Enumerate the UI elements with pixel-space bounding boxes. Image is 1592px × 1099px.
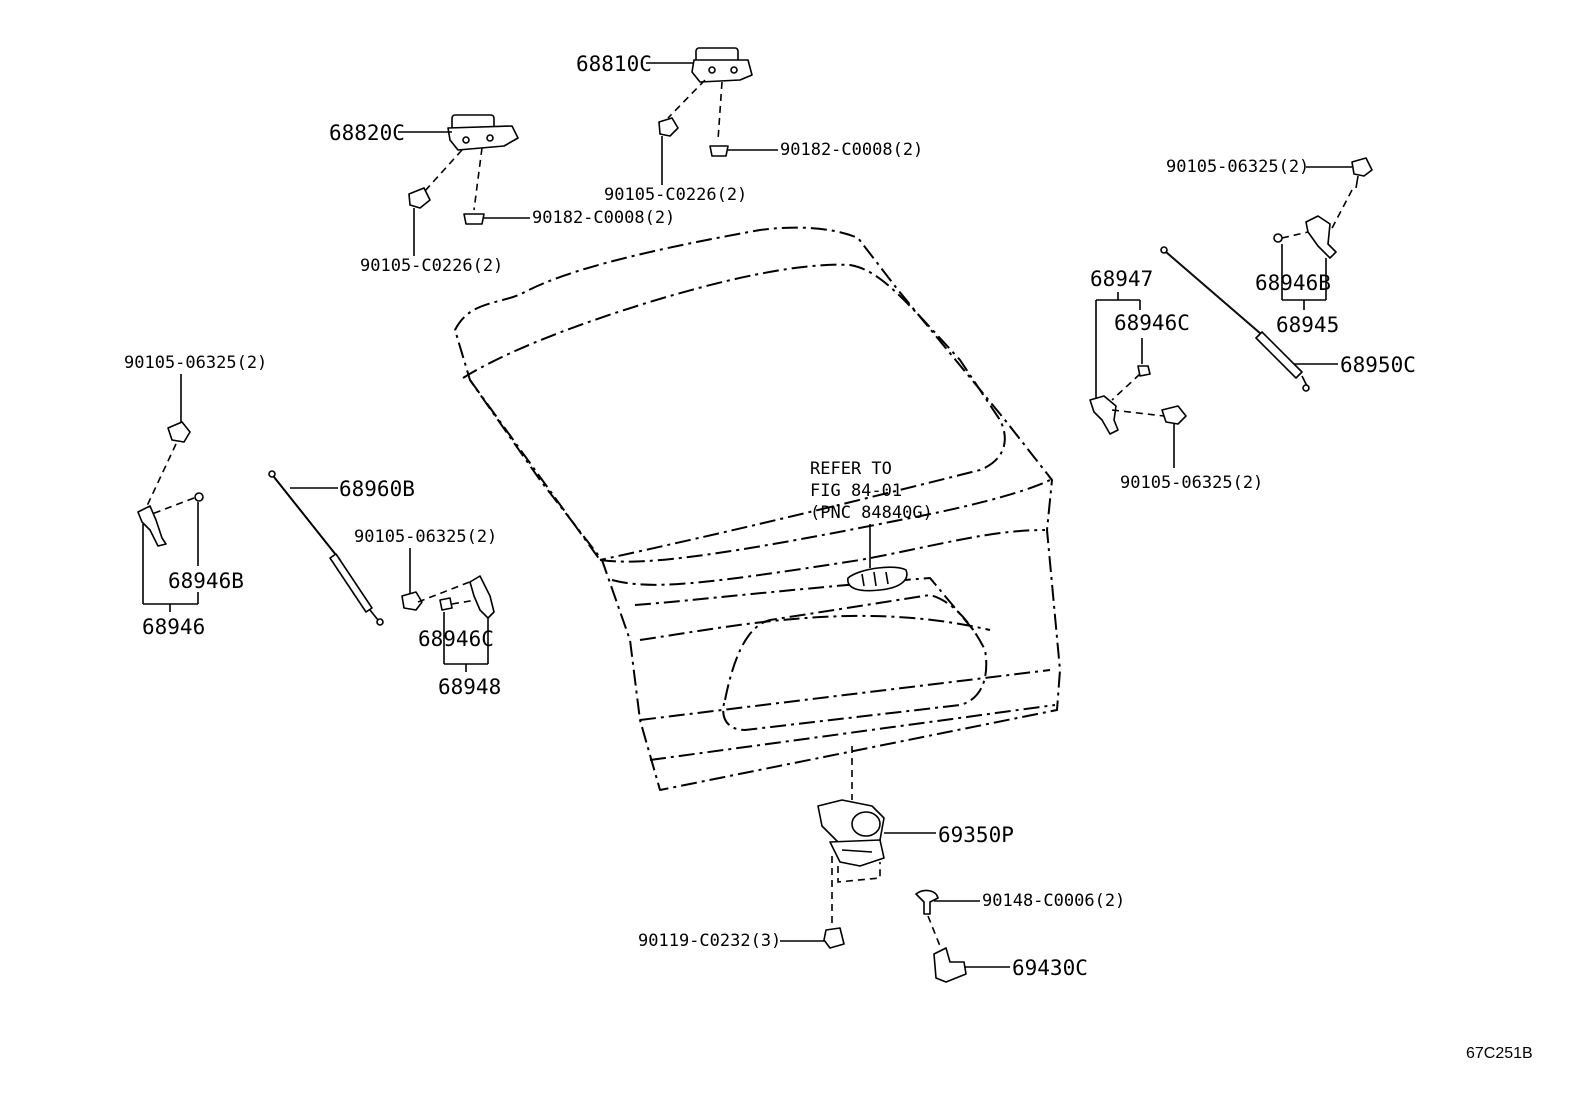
bracket-68946b-left: 68946B 68946 — [137, 492, 244, 639]
diagram-code: 67C251B — [1466, 1045, 1533, 1062]
refer-line-3: (PNC 84840G) — [810, 503, 933, 523]
label-68950c: 68950C — [1340, 353, 1416, 377]
refer-line-1: REFER TO — [810, 459, 892, 479]
label-68946b-right: 68946B — [1255, 271, 1331, 295]
hinge-68810c: 68810C — [576, 47, 753, 141]
bumper-69430c: 69430C — [933, 947, 1088, 983]
bolt-90105-c0226-left: 90105-C0226(2) — [360, 187, 503, 276]
latch-69350p: 69350P — [817, 746, 1014, 924]
bolt-90105-c0226-upper: 90105-C0226(2) — [604, 117, 747, 205]
bolt-90105-06325-right-top: 90105-06325(2) — [1166, 157, 1373, 233]
label-69350p: 69350P — [938, 823, 1014, 847]
label-68946c-right: 68946C — [1114, 311, 1190, 335]
label-90119-c0232: 90119-C0232(3) — [638, 931, 781, 951]
screw-90148-c0006: 90148-C0006(2) — [915, 889, 1125, 947]
bracket-68946b-right: 68946B 68945 — [1255, 215, 1339, 337]
bracket-68947: 68947 68946C — [1089, 267, 1190, 435]
bracket-68946c-left: 68946C 68948 — [418, 575, 501, 699]
label-69430c: 69430C — [1012, 956, 1088, 980]
label-90105-c0226-upper: 90105-C0226(2) — [604, 185, 747, 205]
label-90105-06325-left-mid: 90105-06325(2) — [354, 527, 497, 547]
label-68946: 68946 — [142, 615, 205, 639]
label-68810c: 68810C — [576, 52, 652, 76]
bolt-90105-06325-left-top: 90105-06325(2) — [124, 353, 267, 509]
nut-90182-c0008-left: 90182-C0008(2) — [463, 208, 675, 228]
label-90182-c0008-upper: 90182-C0008(2) — [780, 140, 923, 160]
label-90105-06325-right-top: 90105-06325(2) — [1166, 157, 1309, 177]
refer-line-2: FIG 84-01 — [810, 481, 902, 501]
hinge-68820c: 68820C — [329, 114, 519, 211]
label-68945: 68945 — [1276, 313, 1339, 337]
label-68820c: 68820C — [329, 121, 405, 145]
label-68948: 68948 — [438, 675, 501, 699]
bolt-90105-06325-right-lower: 90105-06325(2) — [1120, 405, 1263, 493]
label-68946b-left: 68946B — [168, 569, 244, 593]
bolt-90119-c0232: 90119-C0232(3) — [638, 927, 845, 951]
nut-90182-c0008-upper: 90182-C0008(2) — [709, 140, 923, 160]
refer-to-note: REFER TO FIG 84-01 (PNC 84840G) — [810, 459, 933, 592]
label-90105-06325-left-top: 90105-06325(2) — [124, 353, 267, 373]
label-68960b: 68960B — [339, 477, 415, 501]
label-90182-c0008-left: 90182-C0008(2) — [532, 208, 675, 228]
label-90105-c0226-left: 90105-C0226(2) — [360, 256, 503, 276]
gas-strut-68950c: 68950C — [1160, 246, 1416, 392]
bolt-90105-06325-left-mid: 90105-06325(2) — [354, 527, 497, 611]
gas-strut-68960b: 68960B — [268, 470, 415, 626]
label-68946c-left: 68946C — [418, 627, 494, 651]
label-90148-c0006: 90148-C0006(2) — [982, 891, 1125, 911]
label-68947: 68947 — [1090, 267, 1153, 291]
back-door-outline — [454, 226, 1061, 791]
label-90105-06325-right-lower: 90105-06325(2) — [1120, 473, 1263, 493]
